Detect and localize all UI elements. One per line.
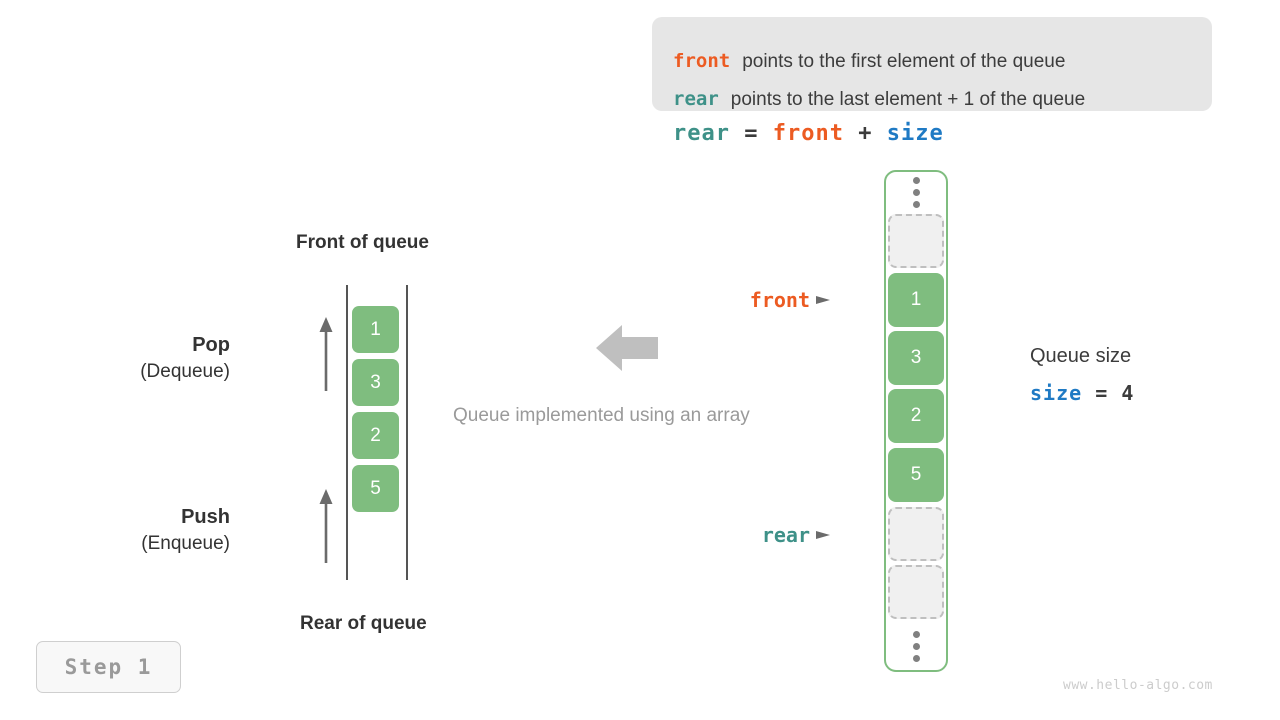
- rear-pointer-arrow-icon: [816, 531, 830, 539]
- front-pointer-text: front: [749, 288, 810, 312]
- push-operation-label: Push (Enqueue): [40, 506, 230, 555]
- legend-keyword-front: front: [673, 50, 731, 72]
- rear-pointer-label: rear: [690, 523, 830, 547]
- pop-operation-label: Pop (Dequeue): [40, 334, 230, 383]
- queue-item: 5: [352, 465, 399, 512]
- array-cell: 5: [888, 448, 944, 502]
- front-pointer-label: front: [690, 288, 830, 312]
- array-cell-empty: [888, 565, 944, 619]
- array-cell-empty: [888, 214, 944, 268]
- formula-plus: +: [858, 121, 873, 146]
- legend-line-front: front points to the first element of the …: [673, 50, 1065, 73]
- formula-rhs-size: size: [886, 121, 944, 146]
- array-cell-empty: [888, 507, 944, 561]
- formula-rear-equals-front-plus-size: rear = front + size: [673, 121, 944, 146]
- array-ellipsis-bottom: [888, 626, 944, 666]
- push-title: Push: [181, 506, 230, 528]
- formula-equals: =: [744, 121, 759, 146]
- legend-text-front: points to the first element of the queue: [742, 51, 1066, 72]
- front-of-queue-label: Front of queue: [296, 232, 429, 253]
- legend-keyword-rear: rear: [673, 88, 719, 110]
- queue-item: 3: [352, 359, 399, 406]
- formula-lhs: rear: [673, 121, 730, 146]
- queue-size-equals: =: [1095, 381, 1109, 405]
- queue-size-value: 4: [1121, 381, 1135, 405]
- queue-size-variable: size: [1030, 381, 1083, 405]
- legend-line-rear: rear points to the last element + 1 of th…: [673, 88, 1085, 111]
- queue-size-label: Queue size: [1030, 345, 1132, 367]
- pop-subtitle: (Dequeue): [140, 361, 230, 382]
- watermark: www.hello-algo.com: [1063, 678, 1213, 693]
- queue-item: 2: [352, 412, 399, 459]
- push-up-arrow-icon: [319, 489, 333, 563]
- legend-box: front points to the first element of the …: [652, 17, 1212, 111]
- formula-rhs-front: front: [772, 121, 844, 146]
- rear-of-queue-label: Rear of queue: [300, 613, 427, 634]
- push-subtitle: (Enqueue): [141, 533, 230, 554]
- rear-pointer-text: rear: [761, 523, 810, 547]
- pop-title: Pop: [192, 334, 230, 356]
- array-ellipsis-top: [888, 172, 944, 212]
- pop-up-arrow-icon: [319, 317, 333, 391]
- legend-text-rear: points to the last element + 1 of the qu…: [730, 89, 1086, 110]
- middle-caption: Queue implemented using an array: [453, 405, 750, 426]
- queue-rail-left: [346, 285, 348, 580]
- queue-item: 1: [352, 306, 399, 353]
- queue-size-expression: size = 4: [1030, 381, 1134, 405]
- step-badge: Step 1: [36, 641, 181, 693]
- left-arrow-icon: [596, 325, 658, 371]
- array-cell: 2: [888, 389, 944, 443]
- array-cell: 3: [888, 331, 944, 385]
- array-cell: 1: [888, 273, 944, 327]
- queue-rail-right: [406, 285, 408, 580]
- front-pointer-arrow-icon: [816, 296, 830, 304]
